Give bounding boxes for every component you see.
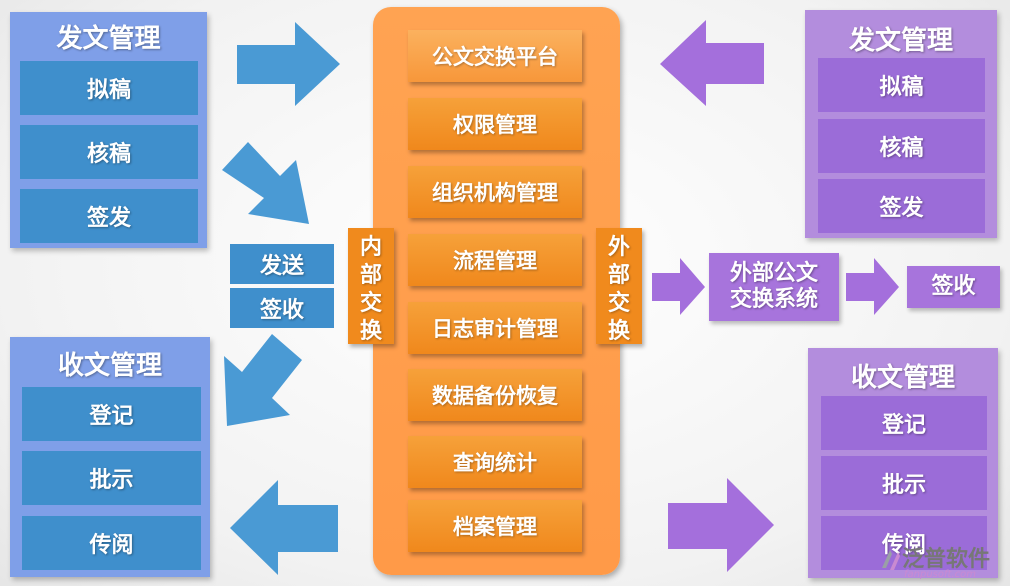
arrow-left-to-receive [230, 480, 338, 575]
arrow-diag-down-left [224, 334, 302, 426]
send-left-item-issue: 签发 [20, 189, 198, 243]
module-permission: 权限管理 [408, 98, 582, 150]
receive-left-item-register: 登记 [22, 387, 201, 441]
module-backup: 数据备份恢复 [408, 369, 582, 421]
module-platform: 公文交换平台 [408, 30, 582, 82]
arrow-left-from-external-send [660, 20, 764, 106]
send-right-item-review: 核稿 [818, 119, 985, 173]
receive-panel-left-title: 收文管理 [57, 351, 162, 381]
receive-left-item-circulate: 传阅 [22, 516, 201, 570]
send-panel-left: 发文管理 拟稿 核稿 签发 [10, 12, 207, 248]
receive-right-item-register: 登记 [821, 396, 987, 450]
receive-panel-right: 收文管理 登记 批示 传阅 [808, 348, 998, 578]
module-log-audit: 日志审计管理 [408, 302, 582, 354]
send-left-item-draft: 拟稿 [20, 61, 198, 115]
module-query: 查询统计 [408, 436, 582, 488]
receive-panel-right-title: 收文管理 [850, 363, 955, 393]
arrow-right-to-platform [237, 22, 340, 106]
module-organization: 组织机构管理 [408, 166, 582, 218]
arrow-right-to-external-system [652, 258, 705, 315]
internal-exchange-label: 内部交换 [348, 228, 394, 344]
receive-left-item-instruct: 批示 [22, 451, 201, 505]
module-workflow: 流程管理 [408, 234, 582, 286]
external-receive-box: 签收 [907, 266, 1000, 308]
fanpu-logo-name: 泛普软件 [902, 547, 991, 572]
send-panel-right-title: 发文管理 [848, 26, 953, 56]
send-panel-right: 发文管理 拟稿 核稿 签发 [805, 10, 997, 238]
platform-column [373, 7, 620, 575]
external-exchange-label: 外部交换 [596, 228, 642, 344]
send-right-item-issue: 签发 [818, 179, 985, 233]
module-archive: 档案管理 [408, 500, 582, 552]
arrow-diag-down-right [222, 142, 309, 224]
receive-right-item-instruct: 批示 [821, 456, 987, 510]
arrow-right-to-external-receive-panel [668, 478, 774, 572]
receive-right-item-circulate: 传阅 [821, 516, 987, 570]
fanpu-logo-url: fanpusoft.com [904, 569, 976, 580]
receive-panel-left: 收文管理 登记 批示 传阅 [10, 337, 210, 577]
send-box: 发送 [230, 244, 334, 284]
send-right-item-draft: 拟稿 [818, 58, 985, 112]
external-exchange-system: 外部公文交换系统 [709, 253, 839, 321]
receive-box: 签收 [230, 288, 334, 328]
fanpu-logo-icon [882, 550, 900, 570]
send-left-item-review: 核稿 [20, 125, 198, 179]
arrow-right-to-external-receive [846, 258, 899, 315]
send-panel-left-title: 发文管理 [56, 24, 161, 54]
fanpu-logo: 泛普软件 fanpusoft.com [878, 540, 1004, 584]
